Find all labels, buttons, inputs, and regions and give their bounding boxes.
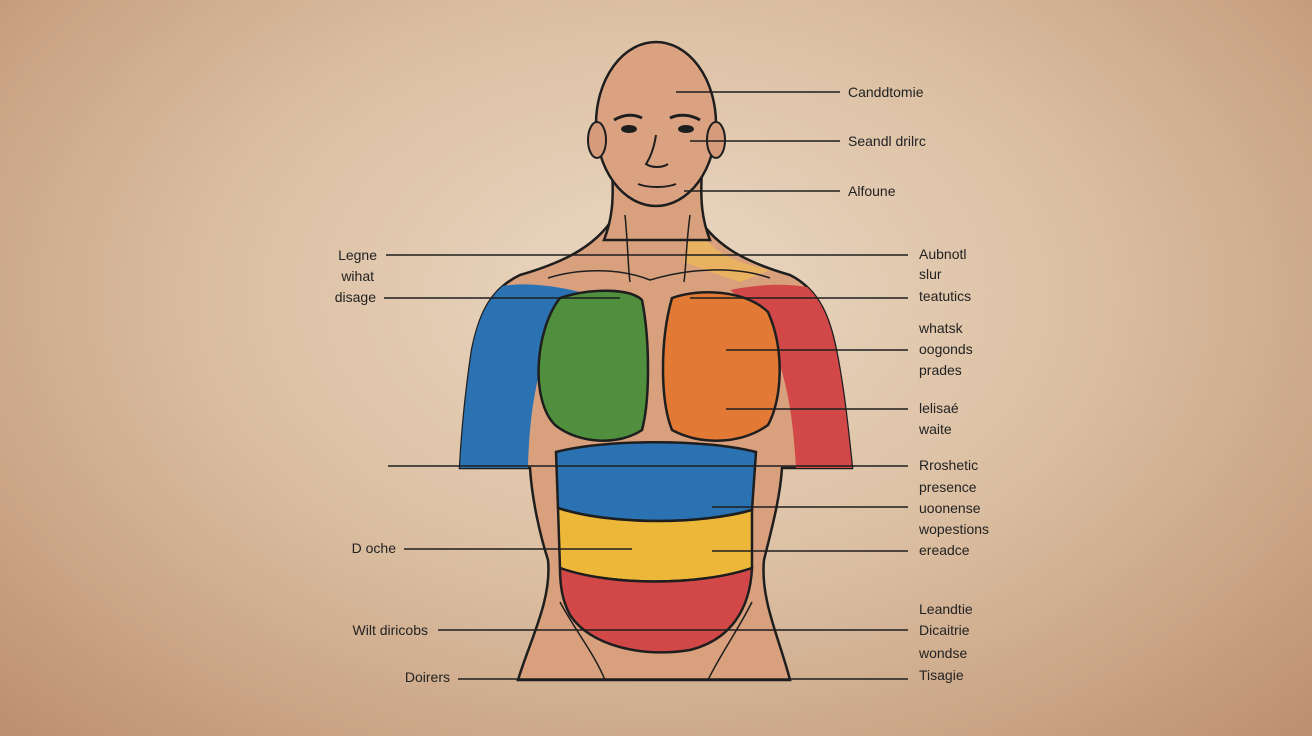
collarbone xyxy=(547,269,771,281)
right-eyebrow xyxy=(669,113,701,122)
hip-lines xyxy=(559,601,753,681)
right-lung-orange xyxy=(661,290,781,442)
nose xyxy=(644,134,669,168)
label-left: disage xyxy=(334,289,376,305)
label-right: Aubnotl xyxy=(919,246,967,262)
label-left: wihat xyxy=(341,268,374,284)
label-right: Rroshetic xyxy=(919,457,979,473)
label-left: D oche xyxy=(351,540,396,556)
label-left: Legne xyxy=(338,247,377,263)
label-right: Dicaitrie xyxy=(919,622,970,638)
label-right: Canddtomie xyxy=(848,84,924,100)
label-right: oogonds xyxy=(919,341,973,357)
label-right: lelisaé xyxy=(919,400,959,416)
label-right: uoonense xyxy=(919,500,981,516)
abdomen-red-band xyxy=(558,566,754,654)
label-left: Doirers xyxy=(404,669,450,685)
abdomen-blue-band xyxy=(554,440,758,523)
left-lung-green xyxy=(537,289,650,442)
label-right: Leandtie xyxy=(919,601,973,617)
label-right: wondse xyxy=(919,645,968,661)
left-ear xyxy=(587,121,607,159)
left-eyebrow xyxy=(613,113,643,122)
left-eye xyxy=(621,125,637,133)
right-shoulder-region xyxy=(684,215,770,282)
right-ear xyxy=(706,121,726,159)
leader-lines xyxy=(384,91,908,680)
label-right: Seandl drilrc xyxy=(848,133,926,149)
mouth xyxy=(637,183,677,188)
label-right: ereadce xyxy=(919,542,970,558)
label-right: waite xyxy=(919,421,952,437)
label-right: presence xyxy=(919,479,977,495)
head xyxy=(594,40,718,208)
label-right: teatutics xyxy=(919,288,972,304)
right-eye xyxy=(678,125,694,133)
label-right: whatsk xyxy=(919,320,963,336)
label-right: Tisagie xyxy=(919,667,964,683)
label-left: Wilt diricobs xyxy=(352,622,428,638)
label-right: Alfoune xyxy=(848,183,896,199)
label-right: prades xyxy=(919,362,962,378)
label-right: slur xyxy=(919,266,942,282)
label-right: wopestions xyxy=(919,521,990,537)
